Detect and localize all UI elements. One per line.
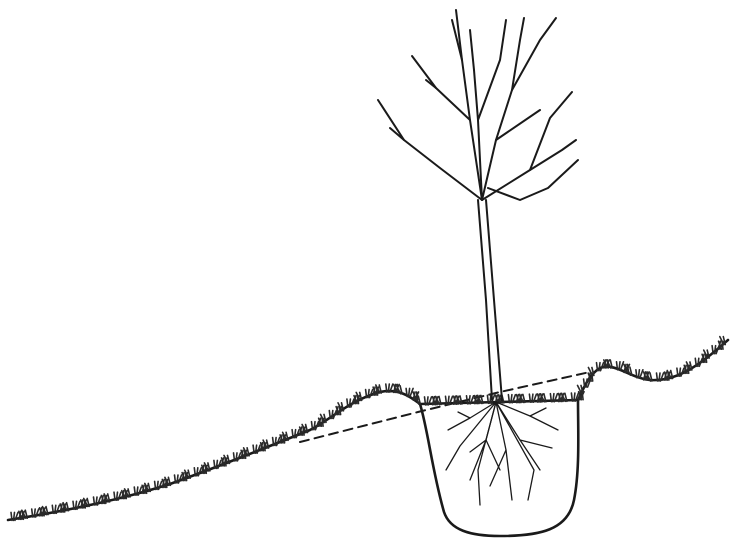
grass-blade: [617, 362, 618, 370]
grass-blade: [532, 394, 533, 402]
grass-blade: [157, 481, 158, 489]
grass-blade: [490, 395, 491, 403]
grass-blade: [175, 475, 176, 483]
grass-blade: [117, 492, 118, 500]
grass-blade: [467, 396, 468, 404]
grass-blade: [256, 445, 257, 453]
grass-blade: [94, 497, 95, 505]
grass-blade: [366, 390, 367, 398]
grass-blade: [574, 393, 575, 401]
grass-blade: [216, 460, 217, 468]
grass-blade: [638, 370, 639, 378]
grass-blade: [52, 505, 53, 513]
grass-blade: [368, 390, 369, 398]
grass-blade: [715, 346, 716, 354]
grass-blade: [295, 430, 296, 438]
grass-blade: [314, 422, 315, 430]
grass-blade: [550, 394, 551, 402]
grass-blade: [597, 363, 598, 371]
grass-blade: [586, 379, 587, 387]
grass-blade: [529, 394, 530, 402]
grass-blade: [659, 373, 660, 381]
grass-blade: [508, 395, 509, 403]
grass-blade: [571, 393, 572, 401]
tree-roots: [446, 402, 558, 505]
grass-blade: [234, 453, 235, 461]
grass-blade: [406, 388, 407, 396]
grass-blade: [511, 395, 512, 403]
grass-blade: [409, 388, 410, 396]
grass-blade: [679, 368, 680, 376]
original-slope-dashed-line: [300, 372, 590, 442]
grass-blade: [621, 362, 624, 370]
grass-blade: [388, 384, 389, 392]
grass-blade: [425, 397, 426, 405]
grass-blade: [584, 379, 585, 387]
grass-blade: [14, 512, 15, 520]
grass-blade: [347, 399, 348, 407]
grass-blade: [386, 384, 387, 392]
grass-blade: [11, 512, 12, 520]
grass-blade: [114, 492, 115, 500]
grass-blade: [76, 501, 77, 509]
grass-blade: [275, 438, 276, 446]
grass-blade: [32, 509, 33, 517]
grass-blade: [553, 394, 554, 402]
grass-blade: [332, 411, 333, 419]
grass-blade: [96, 497, 97, 505]
grass-blade: [712, 346, 713, 354]
grass-blade: [698, 358, 699, 366]
grass-blade: [487, 395, 488, 403]
grass-blade: [640, 370, 643, 378]
grass-blade: [677, 368, 678, 376]
grass-blade: [253, 445, 254, 453]
grass-blade: [177, 475, 178, 483]
grass-blade: [73, 501, 74, 509]
grass-blade: [636, 370, 637, 378]
grass-blade: [137, 487, 138, 495]
grass-blade: [329, 411, 330, 419]
grass-blade: [469, 396, 470, 404]
grass-blade: [155, 481, 156, 489]
grass-blade: [134, 487, 135, 495]
grass-blade: [194, 468, 195, 476]
grass-blade: [273, 438, 274, 446]
grass-blade: [214, 460, 215, 468]
grass-blade: [312, 422, 313, 430]
grass-blade: [619, 362, 620, 370]
grass-blade: [599, 363, 600, 371]
grass-blade: [197, 468, 198, 476]
grass-blade: [657, 373, 658, 381]
grass-blade: [349, 399, 350, 407]
grass-blade: [427, 397, 428, 405]
grass-blade: [55, 505, 56, 513]
tree-branches: [378, 10, 578, 200]
grass-blade: [292, 430, 293, 438]
grass-blade: [695, 358, 696, 366]
grass-tufts: [11, 337, 725, 521]
grass-blade: [446, 396, 447, 404]
tree-trunk-right: [486, 200, 502, 400]
grass-blade: [34, 509, 35, 517]
tree-trunk-left: [478, 200, 492, 400]
grass-blade: [448, 396, 449, 404]
grass-blade: [236, 453, 237, 461]
